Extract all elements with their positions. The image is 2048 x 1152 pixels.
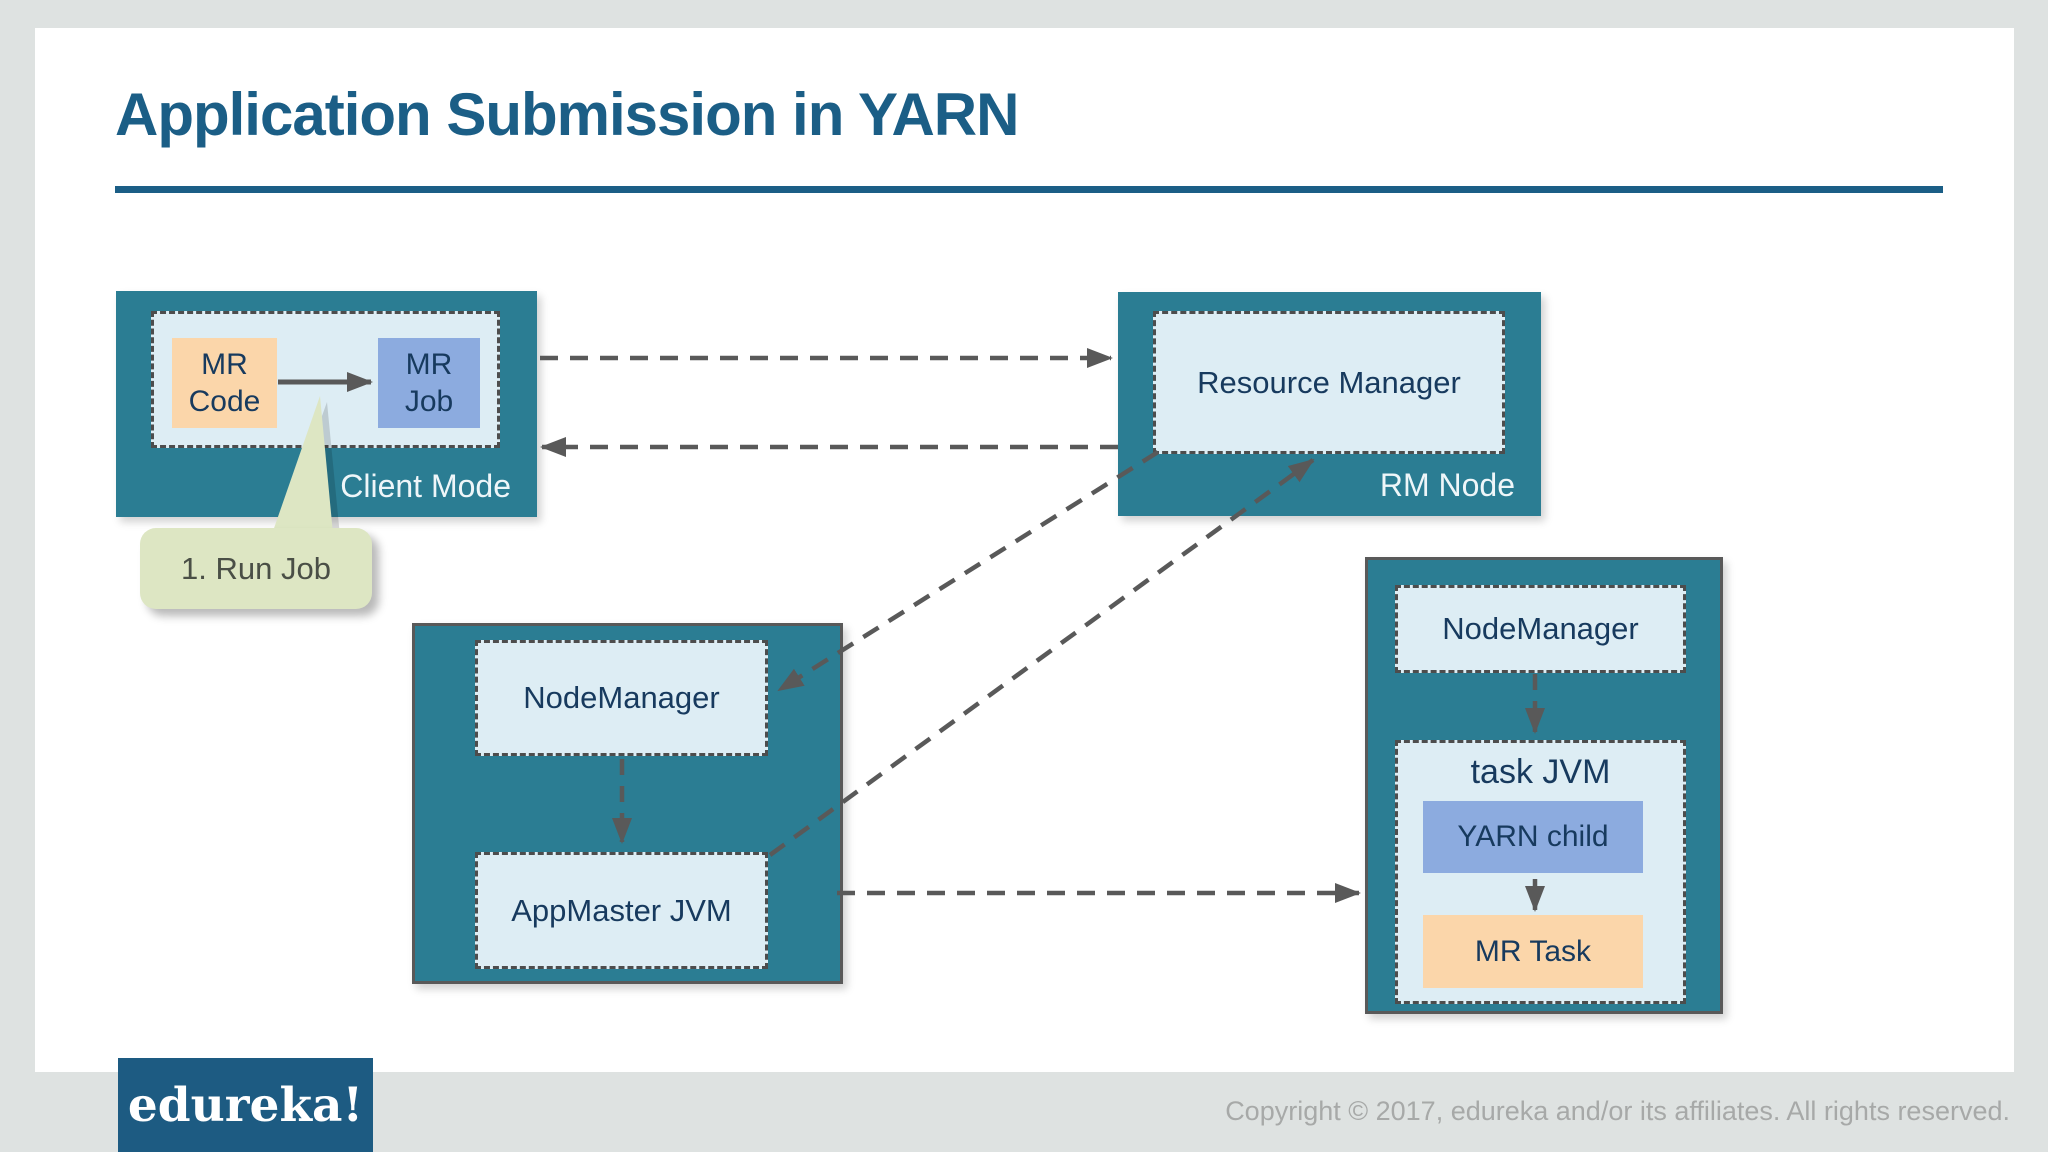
task-jvm-title: task JVM	[1470, 753, 1611, 791]
yarn-child-box: YARN child	[1423, 801, 1643, 873]
arrow-appmaster-to-rm	[768, 458, 1315, 857]
client-node-box: MR Code MR Job Client Mode	[116, 291, 537, 517]
nodemanager-box-right: NodeManager	[1395, 585, 1686, 673]
mr-task-box: MR Task	[1423, 915, 1643, 988]
title-underline	[115, 186, 1943, 193]
appmaster-jvm-box: AppMaster JVM	[475, 852, 768, 969]
copyright-text: Copyright © 2017, edureka and/or its aff…	[1225, 1096, 2010, 1126]
edureka-logo: edureka!	[118, 1058, 373, 1152]
resource-manager-box: Resource Manager	[1153, 311, 1505, 454]
task-jvm-box: task JVM YARN child MR Task	[1395, 740, 1686, 1004]
rm-node-box: Resource Manager RM Node	[1118, 292, 1541, 516]
mr-job-box: MR Job	[378, 338, 480, 428]
nodemanager-box-left: NodeManager	[475, 640, 768, 756]
slide-title: Application Submission in YARN	[115, 81, 1019, 148]
mr-code-box: MR Code	[172, 338, 277, 428]
task-node-box: NodeManager task JVM YARN child MR Task	[1365, 557, 1723, 1014]
slide-canvas: Application Submission in YARN MR Code M…	[35, 28, 2014, 1072]
rm-node-label: RM Node	[1379, 467, 1515, 503]
client-node-label: Client Mode	[340, 468, 511, 504]
run-job-callout: 1. Run Job	[140, 528, 372, 609]
client-inner-panel: MR Code MR Job	[151, 311, 500, 448]
appmaster-node-box: NodeManager AppMaster JVM	[412, 623, 843, 984]
